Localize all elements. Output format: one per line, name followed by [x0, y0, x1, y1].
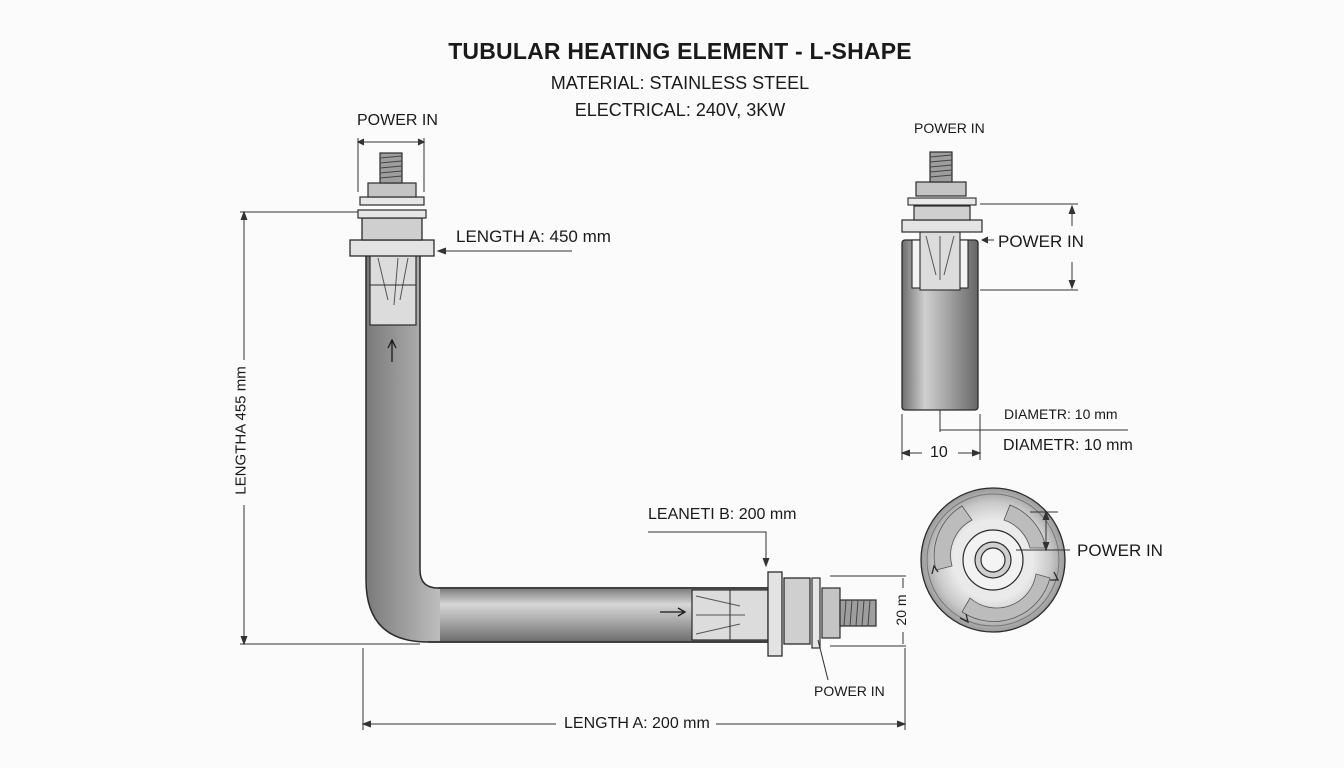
- vertical-length-label: LENGTHA 455 mm: [232, 366, 250, 495]
- side-view: [901, 151, 983, 411]
- electrical-spec: ELECTRICAL: 240V, 3KW: [574, 100, 786, 120]
- length-a-bottom-label: LENGTH A: 200 mm: [564, 715, 710, 732]
- power-in-top-label: POWER IN: [357, 112, 438, 129]
- end-view-dimensions: [1016, 510, 1070, 552]
- diameter-label-2: DIAMETR: 10 mm: [1003, 437, 1133, 454]
- top-terminal: [349, 152, 435, 326]
- title-block: TUBULAR HEATING ELEMENT - L-SHAPE MATERI…: [0, 38, 1344, 121]
- end-view: [920, 487, 1066, 633]
- side-power-in-right-label: POWER IN: [998, 232, 1084, 251]
- end-power-in-label: POWER IN: [1077, 541, 1163, 560]
- right-terminal: [691, 571, 877, 657]
- dim-20-label: 20 m: [893, 594, 909, 626]
- power-in-bottom-label: POWER IN: [814, 683, 885, 699]
- material-spec: MATERIAL: STAINLESS STEEL: [550, 73, 810, 93]
- length-b-label: LEANETI B: 200 mm: [648, 506, 797, 523]
- dimension-lines-main: [240, 138, 907, 730]
- side-power-in-top-label: POWER IN: [914, 120, 985, 136]
- diameter-label-1: DIAMETR: 10 mm: [1004, 406, 1118, 422]
- tube-body: [365, 254, 769, 643]
- length-a-top-label: LENGTH A: 450 mm: [456, 227, 611, 246]
- drawing-title: TUBULAR HEATING ELEMENT - L-SHAPE: [448, 38, 912, 64]
- l-shaped-element: [349, 152, 877, 657]
- side-view-dimensions: [900, 203, 1128, 460]
- dim-10-label: 10: [930, 444, 948, 461]
